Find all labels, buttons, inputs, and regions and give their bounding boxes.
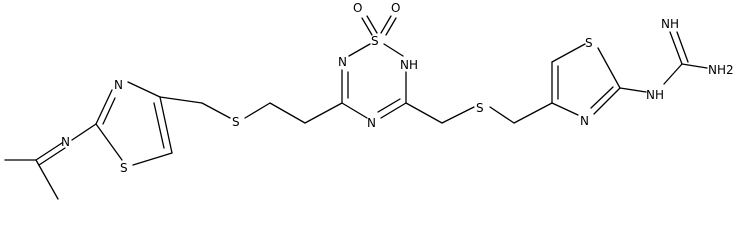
atom-labels: S O O N NH N S S N S N S N NH NH NH2: [61, 1, 734, 175]
ring-sulfur-label: S: [371, 34, 379, 48]
bond-nh-link-c: [663, 63, 683, 85]
bond-c-eq-n-imine: [35, 142, 63, 161]
bond-c-eq-nh-double: [676, 31, 689, 63]
bond-s-o-right: [380, 15, 392, 34]
left-thiazole-sulfur-label: S: [120, 161, 128, 175]
bond-c4-c5-double: [153, 102, 165, 149]
sulfonyl-oxygen-left-label: O: [353, 1, 362, 15]
guanidine-nh-link-label: NH: [646, 88, 664, 102]
guanidine-amino-nh2-label: NH2: [708, 63, 734, 77]
bond-c-eq-n-imine-2: [38, 147, 66, 166]
bond-s-o-left: [361, 17, 373, 36]
bond-ring-n-bottom-c: [341, 102, 368, 119]
bond-ring-c-n-bottom: [380, 102, 407, 119]
bond-s-o-right-double: [385, 17, 397, 36]
bond-c2-nh-link: [619, 87, 647, 93]
guanidine-imino-nh-label: NH: [661, 17, 679, 31]
right-thiazole-sulfur-label: S: [585, 36, 593, 50]
bond-ring-ch2-right: [405, 102, 443, 124]
ring-nh-label: NH: [400, 58, 418, 72]
bond-c2-n3-double: [102, 97, 116, 125]
bond-methyl-bottom: [35, 159, 59, 200]
bond-rthz-c5-s: [551, 43, 586, 63]
bond-c-eq-nh: [669, 31, 683, 65]
thioether-sulfur-left-label: S: [232, 115, 240, 129]
ring-nitrogen-bottom-label: N: [367, 116, 376, 130]
bond-c4-c5: [159, 96, 173, 154]
bond-rthz-n-c4: [551, 102, 579, 116]
bond-rthz-c2-n-double: [590, 86, 614, 109]
bond-rthz-s-c2: [597, 47, 621, 89]
right-thiazole-nitrogen-label: N: [580, 114, 589, 128]
bond-ring-c-n-bottom-double: [377, 98, 401, 113]
thioether-sulfur-right-label: S: [476, 101, 484, 115]
bond-s1-c2: [95, 123, 123, 161]
bond-ethyl-to-ring: [304, 102, 343, 124]
bond-s-o-left-double: [366, 15, 378, 34]
bond-s-left-ch2: [244, 102, 271, 119]
bond-ch2-thz-right: [513, 102, 553, 124]
bond-ch2-s-left: [201, 102, 231, 119]
bond-ch2-s-right: [441, 106, 475, 124]
bond-c-nh2: [681, 63, 708, 69]
bond-rthz-c2-n: [593, 87, 621, 115]
left-thiazole-nitrogen-label: N: [114, 78, 123, 92]
imine-nitrogen-label: N: [61, 135, 70, 149]
bond-ring-s-nh: [383, 43, 404, 57]
bond-c2-n3: [95, 89, 113, 125]
sulfonyl-oxygen-right-label: O: [391, 1, 400, 15]
bond-n-imine-c2: [71, 123, 97, 141]
bond-n3-c4: [127, 81, 161, 98]
bond-ethyl: [269, 102, 306, 124]
bonds: [4, 15, 708, 200]
bond-s-right-ch2: [489, 106, 515, 124]
bond-ring-n-s: [348, 43, 371, 57]
bond-c4-ch2: [159, 96, 203, 104]
ring-nitrogen-left-label: N: [338, 55, 347, 69]
bond-c5-s1: [132, 152, 173, 166]
chemical-structure: S O O N NH N S S N S N S N NH NH NH2: [4, 1, 734, 200]
